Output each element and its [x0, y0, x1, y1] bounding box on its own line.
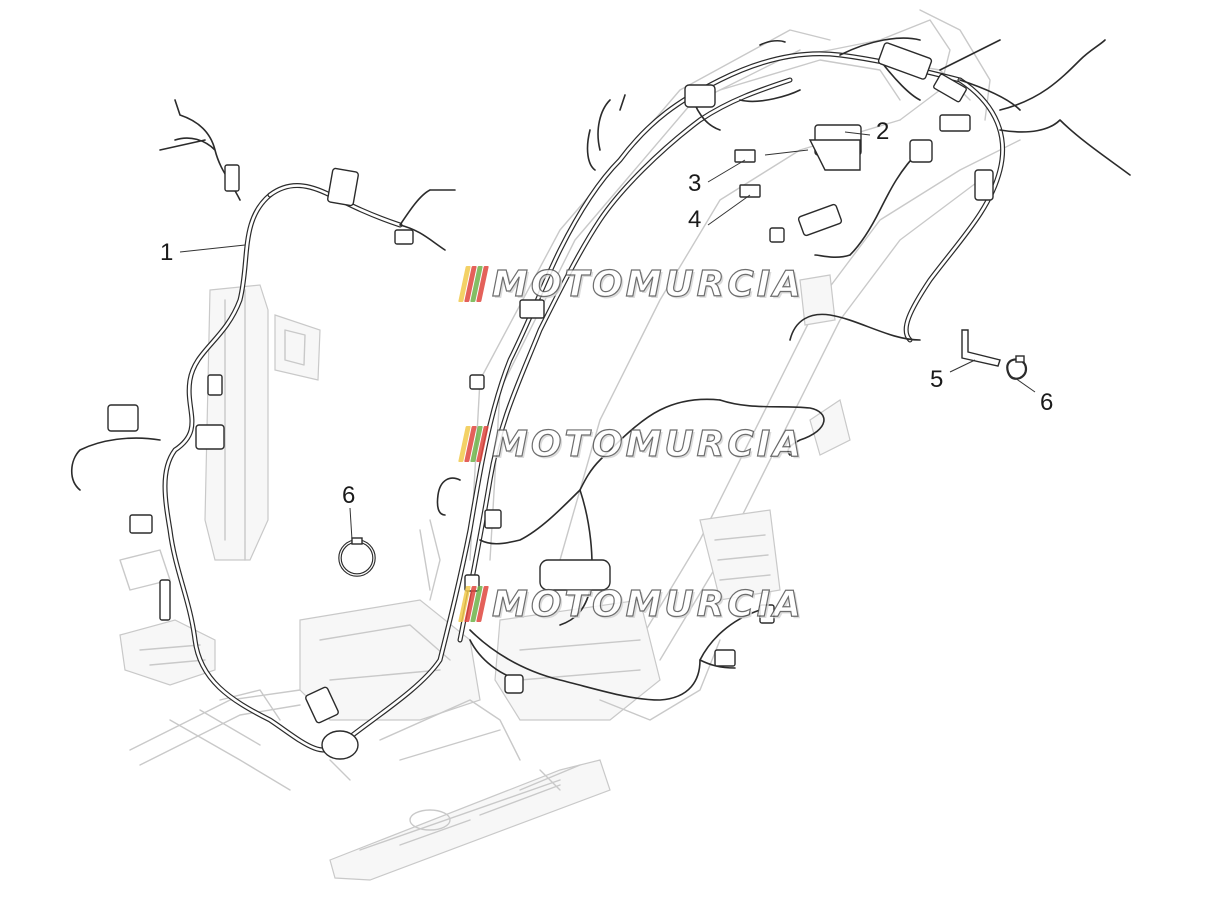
item-6-clamp-part: [1006, 355, 1028, 380]
leader-1: [179, 244, 246, 253]
leader-3: [707, 159, 746, 183]
harness-connectors: [107, 42, 994, 760]
leader-6-left: [349, 507, 353, 541]
callout-1: 1: [160, 239, 174, 266]
watermark-logo-middle: MOTOMURCIA: [458, 423, 805, 465]
main-wiring-harness: [70, 37, 1131, 753]
callout-6-left: 6: [342, 482, 356, 509]
scooter-frame: [119, 9, 1021, 881]
callout-5: 5: [930, 366, 944, 393]
watermark-text: MOTOMURCIA: [491, 583, 805, 625]
watermark-flag-icon: [458, 426, 492, 462]
watermark-flag-icon: [458, 266, 492, 302]
leader-2b: [764, 149, 809, 156]
callout-leaders: [179, 131, 1036, 541]
callout-3: 3: [688, 170, 702, 197]
callout-2: 2: [876, 118, 890, 145]
callout-6-right: 6: [1040, 389, 1054, 416]
item-6-ring-clamp-part: [338, 537, 376, 577]
watermark-text: MOTOMURCIA: [491, 263, 805, 305]
watermark-flag-icon: [458, 586, 492, 622]
leader-5: [949, 359, 976, 373]
watermark-text: MOTOMURCIA: [491, 423, 805, 465]
watermark-logo-bottom: MOTOMURCIA: [458, 583, 805, 625]
leader-6-right: [1014, 377, 1036, 393]
leader-2: [844, 131, 871, 136]
watermark-logo-top: MOTOMURCIA: [458, 263, 805, 305]
leader-4: [707, 194, 751, 226]
item-5-bracket-part: [961, 329, 1001, 367]
callout-4: 4: [688, 206, 702, 233]
